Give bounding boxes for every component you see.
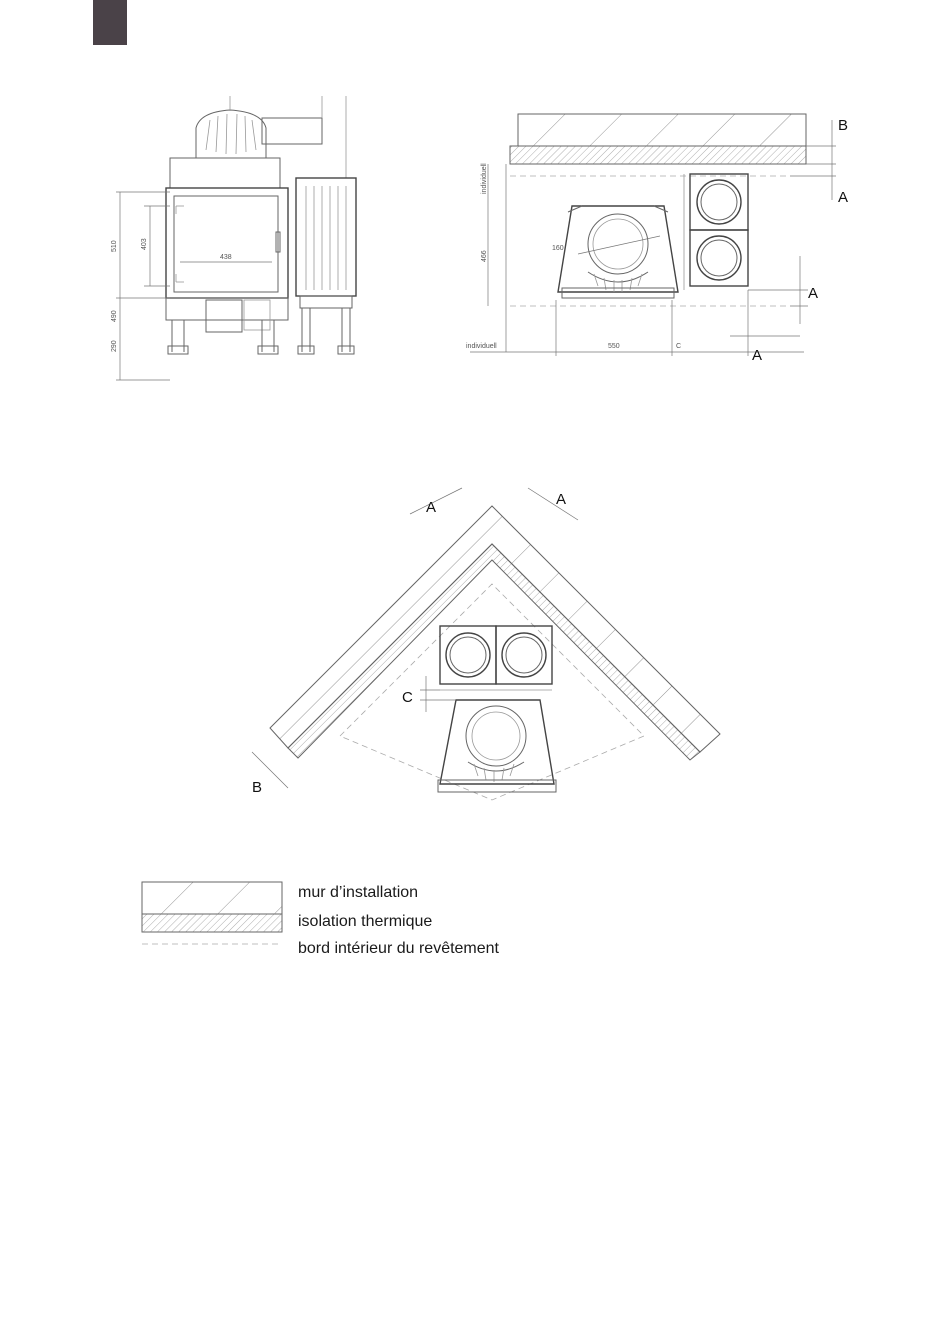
legend-swatch-wall — [142, 882, 282, 914]
legend-label-wall: mur d’installation — [298, 884, 418, 902]
legend-label-insulation: isolation thermique — [298, 913, 432, 931]
legend-label-lining: bord intérieur du revêtement — [298, 940, 499, 958]
legend-swatch-insulation — [142, 914, 282, 932]
